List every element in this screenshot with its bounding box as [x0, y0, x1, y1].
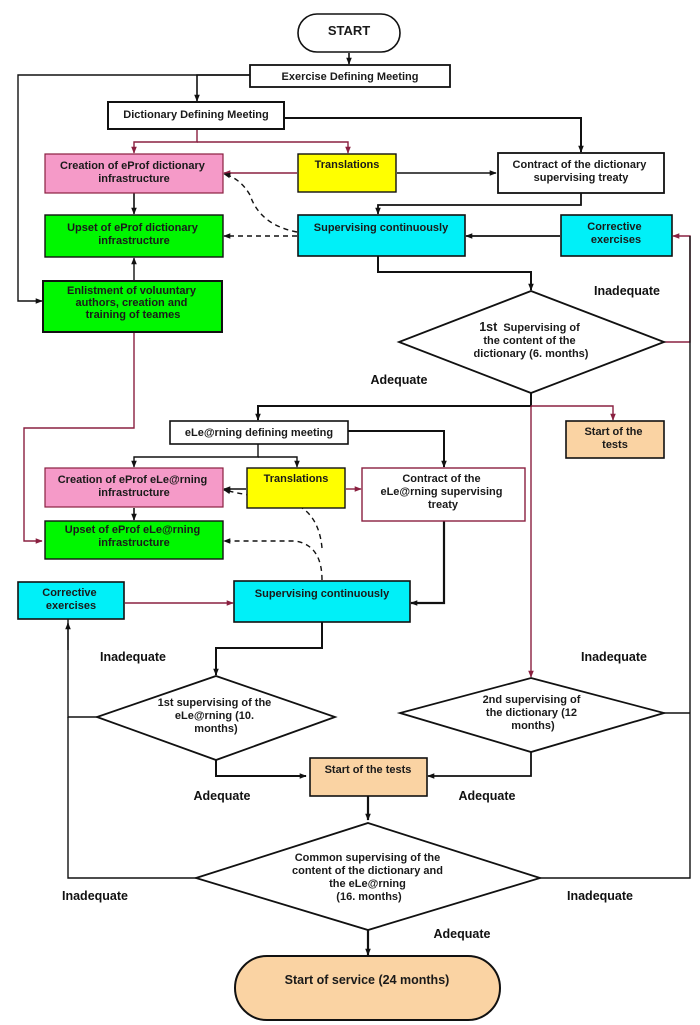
upset-elearning-box — [44, 520, 224, 560]
contract-elearning-box — [361, 467, 526, 522]
edge-supervising2-diamond-el — [213, 622, 323, 676]
first-supervising-dict-diamond — [396, 290, 667, 394]
edge-supervising2-creation2 — [223, 488, 323, 549]
elearning-meeting-box — [169, 420, 349, 445]
supervising-1-label: Supervising continuously — [314, 222, 449, 234]
start-service-label: Start of service (24 months) — [285, 973, 450, 987]
edge-contract2-supervising2 — [410, 521, 446, 606]
contract-dict-label: Contract of the dictionary supervising t… — [513, 159, 650, 184]
contract-dict-box — [497, 152, 665, 194]
edge-supervising2-upset2 — [223, 538, 323, 581]
edge-dict-creation — [131, 130, 198, 154]
edge-common-inadequate-right — [540, 236, 691, 879]
dict-meeting-label: Dictionary Defining Meeting — [123, 109, 268, 121]
nodes: START Exercise Defining Meeting Dictiona… — [17, 13, 673, 1021]
translations-2-label: Translations — [264, 473, 329, 485]
edge-elearning-contract — [348, 430, 447, 468]
edge-exercise-enlistment — [17, 74, 250, 304]
start-tests-1-box — [565, 420, 665, 459]
edge-dict-translations — [197, 141, 351, 154]
edge-diamond-el-inadequate — [67, 603, 97, 718]
corrective-1-label: Corrective exercises — [587, 221, 644, 246]
adequate-label-1: Adequate — [371, 373, 428, 387]
enlistment-label: Enlistment of voluuntary authors, creati… — [67, 285, 199, 321]
exercise-meeting-label: Exercise Defining Meeting — [282, 71, 419, 83]
edge-elearning-translations — [258, 456, 300, 468]
edge-supervising-diamond1 — [377, 256, 534, 291]
edge-contract-supervising — [375, 193, 582, 215]
edge-exercise-dict — [194, 74, 250, 102]
second-supervising-dict-diamond — [396, 677, 668, 753]
inadequate-label-5: Inadequate — [567, 889, 633, 903]
corrective-2-box — [17, 581, 125, 620]
first-supervising-elearning-diamond — [94, 675, 338, 761]
adequate-label-4: Adequate — [434, 927, 491, 941]
creation-dict-box — [44, 153, 224, 194]
creation-dict-label: Creation of eProf dictionary infrastruct… — [60, 160, 208, 185]
common-supervising-label: Common supervising of the content of the… — [292, 852, 446, 903]
edge-diamond1-adequate — [255, 393, 532, 421]
dict-meeting-box — [107, 101, 285, 130]
supervising-2-label: Supervising continuously — [255, 588, 390, 600]
inadequate-label-2: Inadequate — [100, 650, 166, 664]
first-supervising-dict-label: 1st Supervising of the content of the di… — [474, 320, 589, 360]
start-tests-1-label: Start of the tests — [584, 426, 645, 451]
start-service-terminal — [234, 955, 501, 1021]
creation-elearning-label: Creation of eProf eLe@rning infrastructu… — [58, 474, 211, 499]
creation-elearning-box — [44, 467, 224, 508]
edge-supervising-creation — [223, 172, 298, 233]
start-tests-2-box — [309, 757, 428, 797]
start-tests-2-label: Start of the tests — [325, 764, 412, 776]
start-label: START — [328, 23, 370, 38]
edge-dict-contract — [284, 117, 584, 153]
start-terminal — [297, 13, 401, 53]
inadequate-label-3: Inadequate — [581, 650, 647, 664]
second-supervising-dict-label: 2nd supervising of the dictionary (12 mo… — [483, 694, 584, 732]
condition-labels: Inadequate Adequate Inadequate Inadequat… — [62, 284, 660, 941]
enlistment-box — [42, 280, 223, 333]
inadequate-label-1: Inadequate — [594, 284, 660, 298]
inadequate-label-4: Inadequate — [62, 889, 128, 903]
edge-enlistment-upset-elearning — [23, 332, 135, 544]
upset-dict-box — [44, 214, 224, 258]
corrective-2-label: Corrective exercises — [42, 587, 99, 612]
exercise-meeting-box — [249, 64, 451, 88]
adequate-label-3: Adequate — [459, 789, 516, 803]
edge-diamond2-tests — [427, 752, 532, 779]
first-supervising-elearning-label: 1st supervising of the eLe@rning (10. mo… — [158, 697, 275, 735]
elearning-meeting-label: eLe@rning defining meeting — [185, 427, 333, 439]
edge-common-inadequate-left — [67, 717, 196, 879]
corrective-1-box — [560, 214, 673, 257]
translations-1-box — [297, 153, 397, 193]
upset-elearning-label: Upset of eProf eLe@rning infrastructure — [65, 524, 203, 549]
adequate-label-2: Adequate — [194, 789, 251, 803]
upset-dict-label: Upset of eProf dictionary infrastructure — [67, 222, 201, 247]
edge-diamond1-tests — [531, 405, 616, 421]
translations-1-label: Translations — [315, 159, 380, 171]
edge-elearning-creation — [131, 444, 259, 468]
supervising-2-box — [233, 580, 411, 623]
common-supervising-diamond — [192, 822, 544, 931]
edge-diamond-el-tests — [215, 760, 307, 779]
translations-2-box — [246, 467, 346, 509]
contract-elearning-label: Contract of the eLe@rning supervising tr… — [380, 473, 505, 511]
connectors — [17, 53, 691, 956]
supervising-1-box — [297, 214, 466, 257]
